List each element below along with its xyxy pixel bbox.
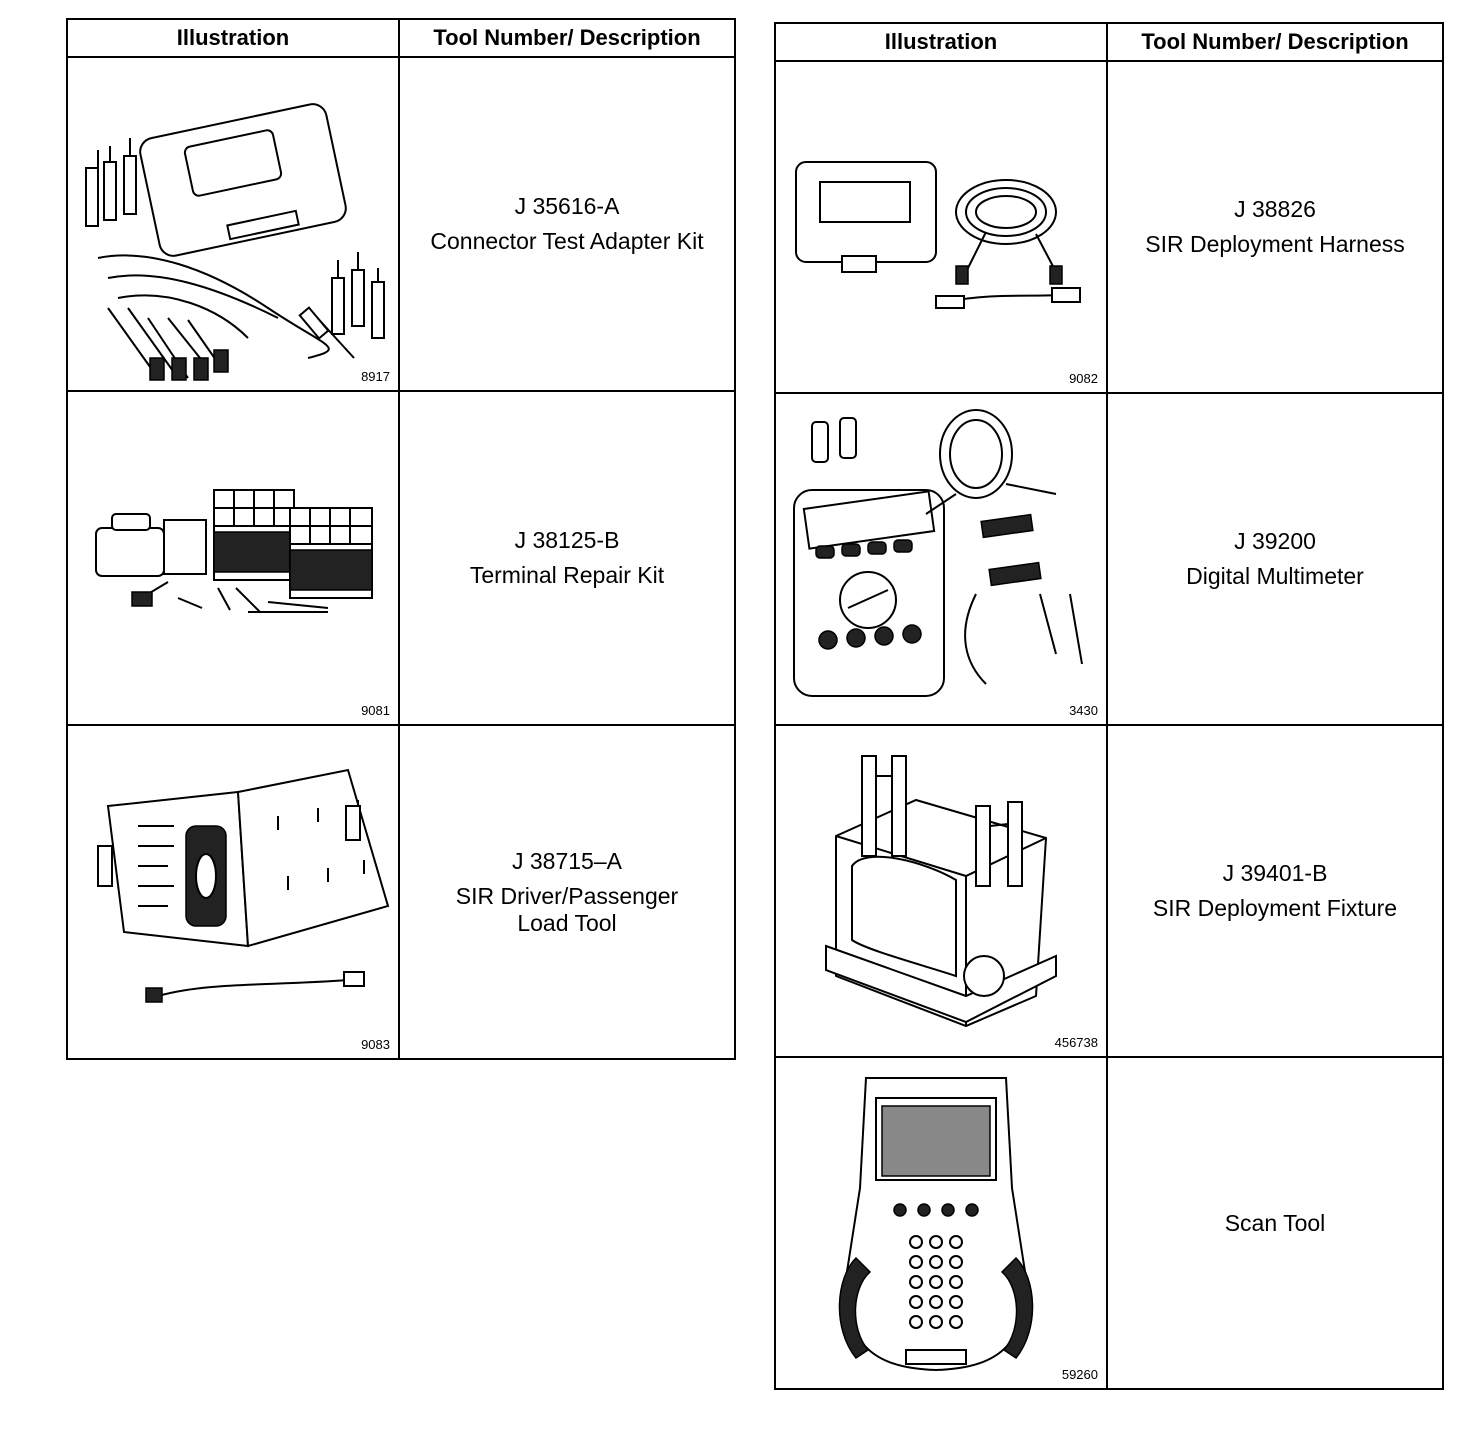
tool-name: Connector Test Adapter Kit [430, 228, 704, 254]
table-row: 456738 J 39401-B SIR Deployment Fixture [774, 724, 1444, 1058]
table-row: 59260 Scan Tool [774, 1056, 1444, 1390]
illustration-header: Illustration [774, 22, 1108, 62]
figure-number: 3430 [1069, 703, 1098, 718]
figure-number: 9082 [1069, 371, 1098, 386]
figure-number: 9081 [361, 703, 390, 718]
tool-number: J 38826 [1234, 196, 1316, 222]
table-row: 3430 J 39200 Digital Multimeter [774, 392, 1444, 726]
tool-name: Scan Tool [1224, 1209, 1326, 1236]
tool-description-header: Tool Number/ Description [1106, 22, 1444, 62]
digital-multimeter-illustration [793, 409, 1083, 697]
tool-number: J 39200 [1234, 528, 1316, 554]
table-header-row: Illustration Tool Number/ Description [774, 22, 1444, 62]
illustration-cell: 8917 [66, 56, 400, 392]
figure-number: 59260 [1061, 1367, 1098, 1382]
table-row: 9083 J 38715–A SIR Driver/Passenger Load… [66, 724, 736, 1060]
table-row: 9082 J 38826 SIR Deployment Harness [774, 60, 1444, 394]
table-header-row: Illustration Tool Number/ Description [66, 18, 736, 58]
terminal-repair-kit-illustration [95, 489, 373, 613]
tool-description-cell: J 38125-B Terminal Repair Kit [398, 390, 736, 726]
illustration-cell: 9081 [66, 390, 400, 726]
sir-deployment-fixture-illustration [825, 755, 1057, 1028]
table-row: 9081 J 38125-B Terminal Repair Kit [66, 390, 736, 726]
connector-test-adapter-kit-illustration [85, 103, 385, 381]
illustration-cell: 456738 [774, 724, 1108, 1058]
scan-tool-illustration [838, 1077, 1034, 1372]
illustration-header: Illustration [66, 18, 400, 58]
tool-description-cell: J 35616-A Connector Test Adapter Kit [398, 56, 736, 392]
illustration-cell: 59260 [774, 1056, 1108, 1390]
illustration-cell: 9082 [774, 60, 1108, 394]
tool-name: Digital Multimeter [1186, 563, 1364, 589]
tool-description-cell: Scan Tool [1106, 1056, 1444, 1390]
illustration-cell: 3430 [774, 392, 1108, 726]
tool-description-cell: J 39401-B SIR Deployment Fixture [1106, 724, 1444, 1058]
figure-number: 456738 [1054, 1035, 1098, 1050]
tool-table-left: Illustration Tool Number/ Description [66, 18, 736, 1060]
tool-description-cell: J 39200 Digital Multimeter [1106, 392, 1444, 726]
figure-number: 9083 [361, 1037, 390, 1052]
illustration-cell: 9083 [66, 724, 400, 1060]
tool-name: SIR Driver/Passenger Load Tool [455, 882, 679, 936]
tool-description-header: Tool Number/ Description [398, 18, 736, 58]
figure-number: 8917 [361, 369, 390, 384]
tool-name: SIR Deployment Harness [1145, 231, 1405, 257]
tool-description-cell: J 38826 SIR Deployment Harness [1106, 60, 1444, 394]
tool-number: J 38125-B [514, 527, 620, 553]
tool-name: Terminal Repair Kit [469, 562, 665, 588]
sir-load-tool-illustration [97, 768, 390, 1003]
tool-number: J 35616-A [514, 193, 620, 219]
table-row: 8917 J 35616-A Connector Test Adapter Ki… [66, 56, 736, 392]
tool-description-cell: J 38715–A SIR Driver/Passenger Load Tool [398, 724, 736, 1060]
tool-number: J 39401-B [1222, 860, 1328, 886]
tool-number: J 38715–A [512, 847, 622, 874]
sir-deployment-harness-illustration [795, 161, 1081, 309]
tool-table-right: Illustration Tool Number/ Description 90… [774, 22, 1444, 1390]
tool-name: SIR Deployment Fixture [1152, 895, 1398, 921]
